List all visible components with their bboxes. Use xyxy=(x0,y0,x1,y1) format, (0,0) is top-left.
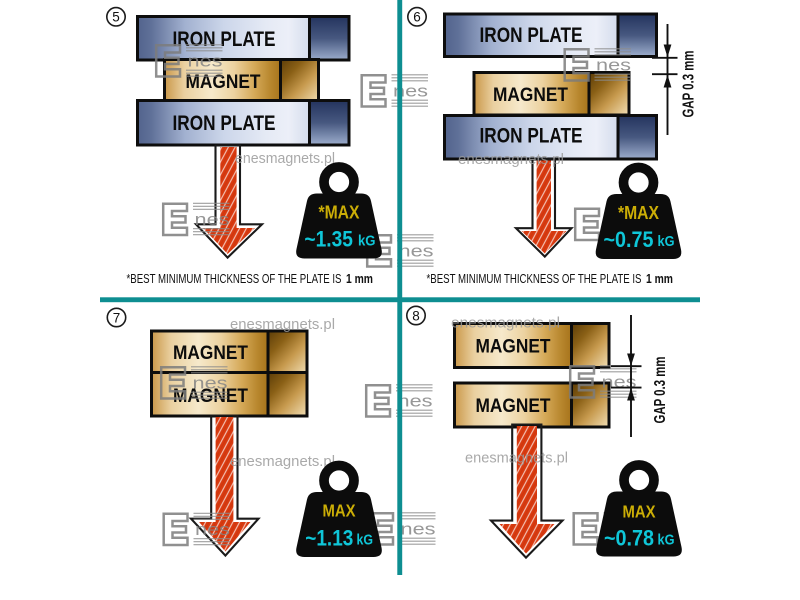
svg-text:1 mm: 1 mm xyxy=(646,272,673,286)
svg-text:enesmagnets.pl: enesmagnets.pl xyxy=(235,150,335,167)
svg-text:*MAX: *MAX xyxy=(319,203,360,223)
svg-text:MAX: MAX xyxy=(623,502,656,522)
svg-text:6: 6 xyxy=(413,10,421,25)
svg-text:~1.35: ~1.35 xyxy=(304,227,353,252)
svg-text:IRON PLATE: IRON PLATE xyxy=(173,112,276,135)
svg-text:kG: kG xyxy=(658,234,675,250)
svg-text:kG: kG xyxy=(658,533,675,549)
svg-text:MAGNET: MAGNET xyxy=(173,342,248,364)
svg-text:enesmagnets.pl: enesmagnets.pl xyxy=(451,315,560,332)
svg-text:MAGNET: MAGNET xyxy=(476,395,551,417)
svg-text:enesmagnets.pl: enesmagnets.pl xyxy=(230,316,335,333)
svg-text:enesmagnets.pl: enesmagnets.pl xyxy=(465,450,568,467)
svg-text:MAX: MAX xyxy=(323,501,356,521)
svg-text:7: 7 xyxy=(113,310,121,325)
svg-text:*BEST MINIMUM THICKNESS OF THE: *BEST MINIMUM THICKNESS OF THE PLATE IS xyxy=(127,272,342,286)
svg-text:~0.75: ~0.75 xyxy=(604,227,654,252)
svg-text:~1.13: ~1.13 xyxy=(305,526,353,551)
svg-text:8: 8 xyxy=(412,308,420,323)
svg-text:MAGNET: MAGNET xyxy=(476,336,551,358)
svg-text:IRON PLATE: IRON PLATE xyxy=(480,125,583,148)
svg-text:kG: kG xyxy=(358,234,376,250)
svg-text:GAP 0.3 mm: GAP 0.3 mm xyxy=(652,357,669,424)
svg-text:MAGNET: MAGNET xyxy=(493,84,568,106)
svg-text:5: 5 xyxy=(112,10,120,25)
svg-text:IRON PLATE: IRON PLATE xyxy=(480,24,583,47)
svg-text:GAP 0.3 mm: GAP 0.3 mm xyxy=(681,51,698,118)
svg-text:MAGNET: MAGNET xyxy=(186,71,261,93)
svg-text:*BEST MINIMUM THICKNESS OF THE: *BEST MINIMUM THICKNESS OF THE PLATE IS xyxy=(427,272,642,286)
svg-text:1 mm: 1 mm xyxy=(346,272,373,286)
svg-text:enesmagnets.pl: enesmagnets.pl xyxy=(458,151,564,168)
svg-text:*MAX: *MAX xyxy=(618,203,659,223)
svg-text:enesmagnets.pl: enesmagnets.pl xyxy=(230,453,335,470)
svg-text:~0.78: ~0.78 xyxy=(604,526,654,551)
svg-text:kG: kG xyxy=(357,533,374,549)
